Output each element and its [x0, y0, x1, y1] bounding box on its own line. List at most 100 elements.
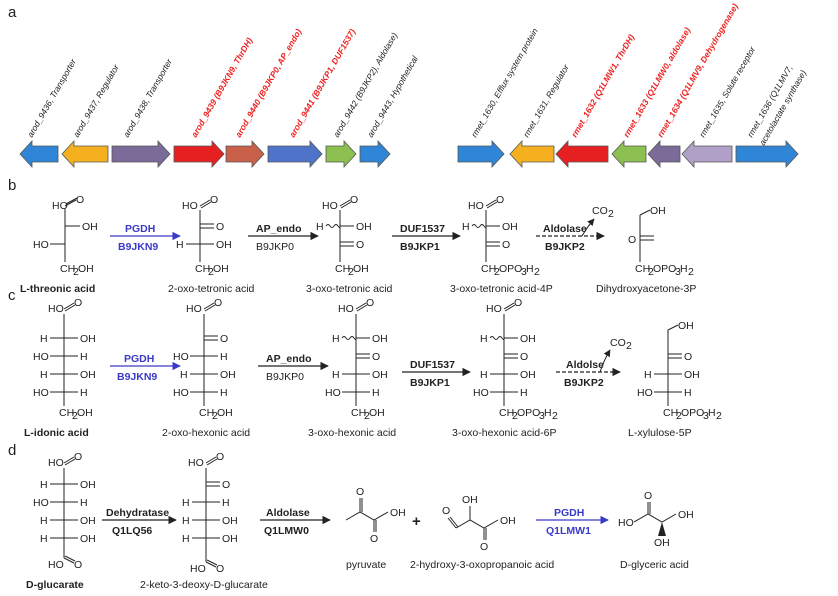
svg-text:HO: HO: [325, 387, 341, 399]
svg-text:OH: OH: [684, 369, 700, 381]
compound-name: 3-oxo-hexonic acid: [308, 427, 396, 439]
compound-name: D-glyceric acid: [620, 559, 689, 571]
svg-text:3: 3: [703, 410, 709, 422]
enzyme-name: Aldolase: [266, 507, 310, 519]
svg-text:2: 2: [512, 410, 518, 422]
svg-text:O: O: [502, 239, 510, 251]
compound-name: 3-oxo-tetronic acid-4P: [450, 283, 553, 295]
svg-text:OH: OH: [80, 533, 96, 545]
svg-text:CH: CH: [59, 407, 74, 419]
gene-arrow-arod-9439: [173, 139, 225, 169]
svg-text:OH: OH: [80, 369, 96, 381]
svg-text:H: H: [462, 221, 470, 233]
svg-text:O: O: [222, 479, 230, 491]
gene-arrow-arod-9440: [225, 139, 265, 169]
svg-text:H: H: [182, 515, 190, 527]
svg-text:CH: CH: [199, 407, 214, 419]
svg-text:HO: HO: [48, 303, 64, 315]
svg-text:H: H: [180, 369, 188, 381]
svg-text:OH: OH: [650, 205, 666, 217]
svg-text:OH: OH: [356, 221, 372, 233]
enzyme-name: Aldolse: [566, 359, 604, 371]
svg-text:OPO: OPO: [517, 407, 540, 419]
structure-2-hydroxy-3-oxopropanoic-acid: O OH O OH: [442, 494, 516, 553]
gene-arrow-arod-9443: [359, 139, 391, 169]
enzyme-id: B9JKP1: [400, 241, 440, 253]
svg-text:H: H: [316, 221, 324, 233]
svg-text:O: O: [496, 194, 504, 206]
svg-text:H: H: [684, 387, 692, 399]
svg-text:H: H: [480, 369, 488, 381]
svg-text:HO: HO: [468, 200, 484, 212]
svg-text:H: H: [680, 263, 688, 275]
panel-label-a: a: [8, 4, 17, 21]
svg-text:OH: OH: [213, 263, 229, 275]
svg-text:O: O: [216, 563, 224, 575]
structure-l-idonic-acid: HO O H OH HO H H OH HO H CH 2 OH: [33, 297, 96, 422]
svg-text:CH: CH: [635, 263, 650, 275]
operon-right: rmet_1630, Efflux system proteinrmet_163…: [457, 2, 808, 169]
co2-label: CO: [610, 337, 626, 349]
svg-text:2: 2: [676, 410, 682, 422]
structure-2-keto-3-deoxy-d-glucarate: HO O O H H H OH H OH O HO: [182, 451, 238, 575]
svg-text:HO: HO: [618, 517, 634, 529]
svg-text:O: O: [356, 486, 364, 498]
enzyme-id: Q1LQ56: [112, 525, 152, 537]
svg-text:OH: OH: [80, 479, 96, 491]
svg-text:2: 2: [208, 266, 214, 278]
svg-text:CH: CH: [195, 263, 210, 275]
svg-text:OH: OH: [678, 509, 694, 521]
svg-text:HO: HO: [473, 387, 489, 399]
svg-text:OH: OH: [678, 320, 694, 332]
svg-text:OH: OH: [80, 333, 96, 345]
svg-text:3: 3: [521, 266, 527, 278]
svg-text:O: O: [366, 297, 374, 309]
gene-arrow-rmet-1636: [735, 139, 799, 169]
svg-text:HO: HO: [190, 563, 206, 575]
panel-label-d: d: [8, 442, 16, 459]
svg-text:O: O: [644, 490, 652, 502]
compound-name: L-xylulose-5P: [628, 427, 692, 439]
svg-text:OH: OH: [216, 239, 232, 251]
svg-text:HO: HO: [33, 387, 49, 399]
svg-text:OH: OH: [220, 369, 236, 381]
svg-text:O: O: [514, 297, 522, 309]
enzyme-name: PGDH: [554, 507, 584, 519]
svg-text:H: H: [644, 369, 652, 381]
structure-2-oxo-hexonic-acid: HO O O HO H H OH HO H CH 2 OH: [173, 297, 236, 422]
svg-text:H: H: [332, 369, 340, 381]
svg-text:CH: CH: [60, 263, 75, 275]
svg-text:CH: CH: [481, 263, 496, 275]
pathway-d: HO O H OH HO H H OH H OH O HO D-glucarat…: [26, 451, 694, 591]
compound-name: L-threonic acid: [20, 283, 95, 295]
svg-text:OPO: OPO: [653, 263, 676, 275]
svg-text:H: H: [80, 497, 88, 509]
svg-text:H: H: [182, 533, 190, 545]
svg-text:OPO: OPO: [681, 407, 704, 419]
enzyme-name: PGDH: [125, 223, 155, 235]
structure-2-oxo-tetronic-acid: HO O O H OH CH 2 OH: [176, 194, 232, 278]
svg-text:O: O: [74, 559, 82, 571]
compound-name: 2-keto-3-deoxy-D-glucarate: [140, 579, 268, 591]
svg-text:H: H: [176, 239, 184, 251]
svg-text:HO: HO: [186, 303, 202, 315]
gene-label: arod_9436, Transporter: [25, 56, 79, 139]
gene-arrow-rmet-1634: [647, 139, 681, 169]
svg-text:2: 2: [552, 410, 558, 422]
svg-text:H: H: [372, 387, 380, 399]
svg-text:OH: OH: [502, 221, 518, 233]
svg-text:O: O: [480, 541, 488, 553]
svg-text:HO: HO: [48, 559, 64, 571]
svg-text:OH: OH: [372, 369, 388, 381]
svg-text:2: 2: [688, 266, 694, 278]
structure-3-oxo-tetronic-acid-4p: HO O H OH O CH 2 OPO 3 H 2: [462, 194, 540, 278]
compound-name: L-idonic acid: [24, 427, 89, 439]
svg-text:OH: OH: [78, 263, 94, 275]
gene-arrow-rmet-1632: [555, 139, 609, 169]
svg-text:O: O: [370, 533, 378, 545]
svg-text:H: H: [480, 333, 488, 345]
svg-text:H: H: [182, 497, 190, 509]
svg-text:O: O: [210, 194, 218, 206]
